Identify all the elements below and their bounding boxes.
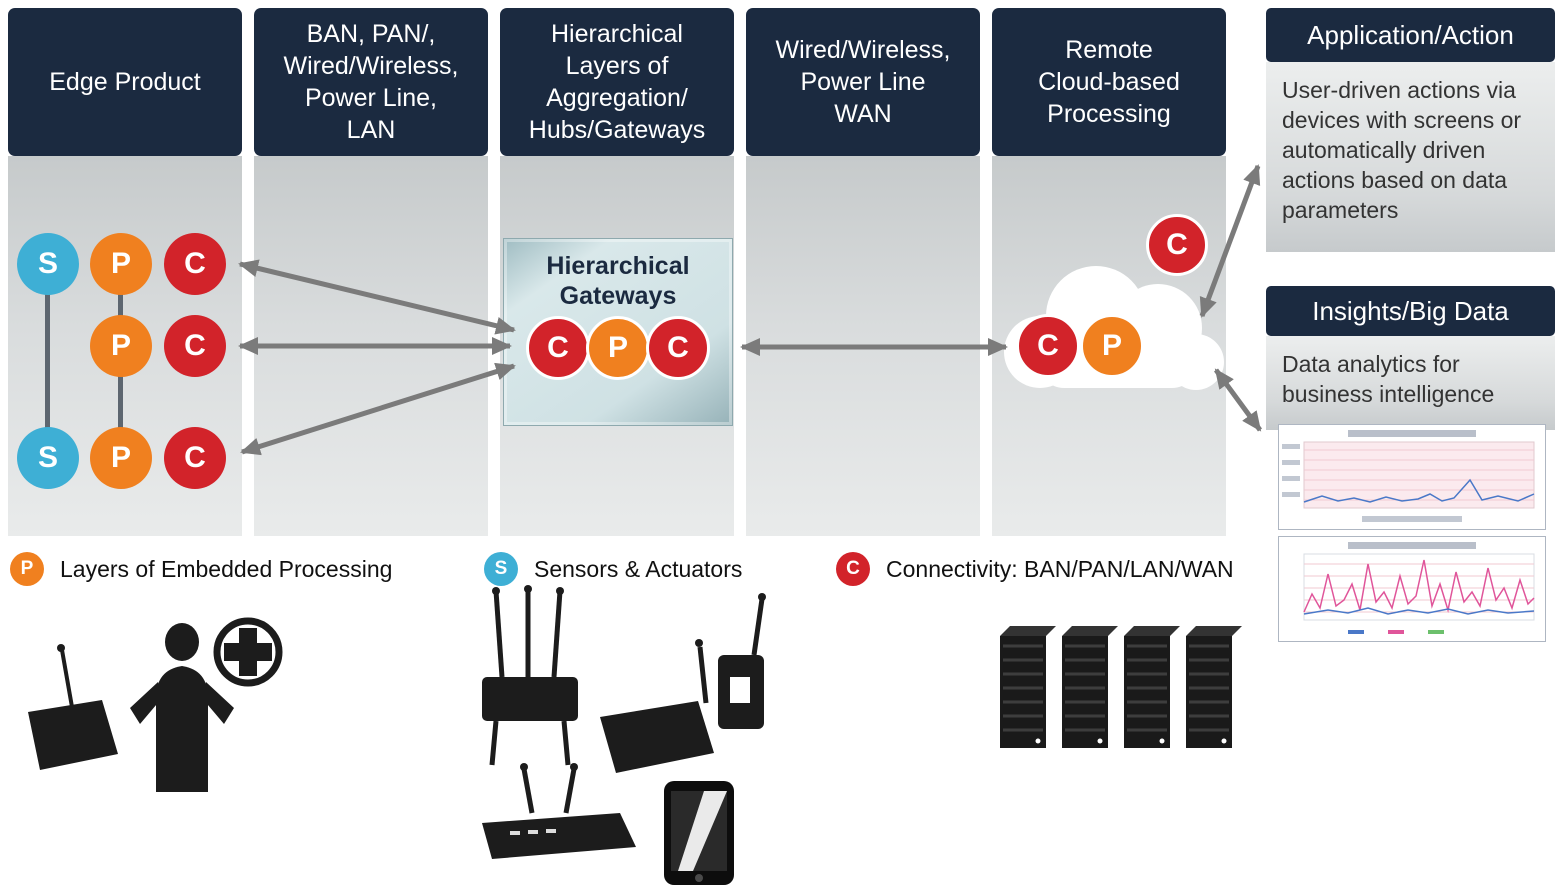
column-header-wan-label: Wired/Wireless, Power Line WAN — [775, 36, 951, 128]
sensor-node-icon: S — [484, 552, 518, 586]
sensor-device-icon — [28, 644, 118, 770]
legend-label-connectivity: Connectivity: BAN/PAN/LAN/WAN — [886, 555, 1234, 582]
column-header-aggregation-label: Hierarchical Layers of Aggregation/ Hubs… — [528, 20, 706, 144]
processing-node: P — [586, 316, 650, 380]
gateway-devices-illustration — [482, 585, 766, 885]
connectivity-node-icon: C — [836, 552, 870, 586]
column-header-ban-pan-lan-label: BAN, PAN/, Wired/Wireless, Power Line, L… — [283, 20, 459, 144]
column-header-edge-product: Edge Product — [8, 8, 242, 156]
mini-chart-2 — [1278, 536, 1546, 642]
processing-node: P — [90, 315, 152, 377]
column-header-cloud-processing-label: Remote Cloud-based Processing — [1038, 36, 1180, 128]
processing-node: P — [90, 233, 152, 295]
column-header-ban-pan-lan: BAN, PAN/, Wired/Wireless, Power Line, L… — [254, 8, 488, 156]
server-tower-icon — [1000, 626, 1242, 748]
column-header-cloud-processing: Remote Cloud-based Processing — [992, 8, 1226, 156]
column-header-edge-product-label: Edge Product — [49, 68, 201, 96]
application-action-title: Application/Action — [1266, 8, 1555, 62]
connectivity-node: C — [1016, 314, 1080, 378]
application-action-description: User-driven actions via devices with scr… — [1266, 62, 1555, 252]
sensor-node: S — [17, 427, 79, 489]
legend-label-sensors: Sensors & Actuators — [534, 555, 743, 582]
legend-label-processing: Layers of Embedded Processing — [60, 555, 393, 582]
connectivity-node: C — [646, 316, 710, 380]
insights-big-data-title: Insights/Big Data — [1266, 286, 1555, 336]
processing-node-icon: P — [10, 552, 44, 586]
column-header-aggregation: Hierarchical Layers of Aggregation/ Hubs… — [500, 8, 734, 156]
mini-chart-1 — [1278, 424, 1546, 530]
connectivity-node: C — [526, 316, 590, 380]
processing-node: P — [1080, 314, 1144, 378]
medical-cross-icon — [213, 617, 283, 687]
legend-item-connectivity: C Connectivity: BAN/PAN/LAN/WAN — [836, 552, 1234, 586]
column-track-ban-pan-lan — [254, 156, 488, 536]
edge-device-illustration — [28, 617, 283, 792]
antenna-device-icon — [600, 639, 714, 773]
connectivity-node: C — [1146, 214, 1208, 276]
insights-big-data-description: Data analytics for business intelligence — [1266, 336, 1555, 430]
analytics-charts-thumbnail — [1278, 424, 1546, 642]
access-point-icon — [482, 585, 578, 766]
person-icon — [130, 623, 234, 792]
legend-item-sensors: S Sensors & Actuators — [484, 552, 742, 586]
sensor-node: S — [17, 233, 79, 295]
hierarchical-gateways-title: Hierarchical Gateways — [546, 252, 690, 310]
connectivity-node: C — [164, 427, 226, 489]
router-icon — [482, 763, 636, 859]
processing-node: P — [90, 427, 152, 489]
node-connector-line — [45, 264, 50, 458]
connectivity-node: C — [164, 233, 226, 295]
legend-item-processing: P Layers of Embedded Processing — [10, 552, 392, 586]
server-rack-illustration — [1000, 626, 1242, 748]
wall-gateway-icon — [718, 593, 766, 729]
column-header-wan: Wired/Wireless, Power Line WAN — [746, 8, 980, 156]
column-track-wan — [746, 156, 980, 536]
connectivity-node: C — [164, 315, 226, 377]
smartphone-icon — [664, 781, 734, 885]
